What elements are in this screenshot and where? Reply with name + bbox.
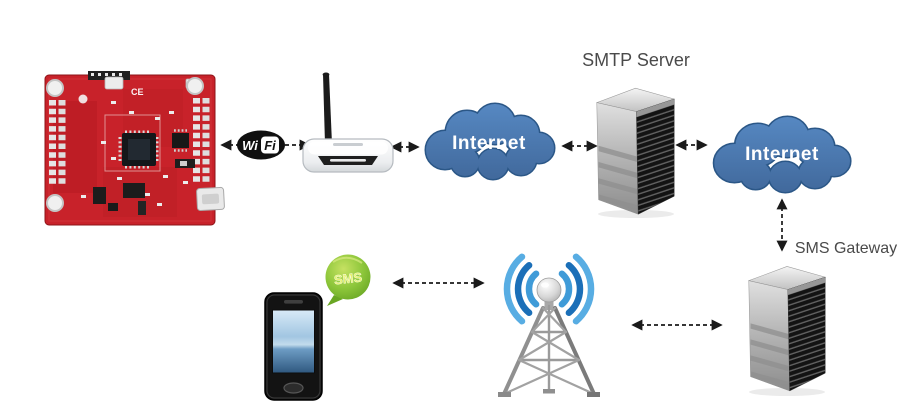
connection-arrows (220, 139, 788, 331)
smtp-server-label: SMTP Server (582, 50, 690, 70)
server-icon (596, 87, 675, 215)
internet-cloud-1: Internet (424, 102, 556, 181)
router-icon (302, 72, 394, 173)
smtp-server: SMTP Server (582, 50, 690, 218)
silkscreen-logo (78, 94, 88, 104)
sms-gateway-server: SMS Gateway (748, 240, 897, 396)
phone-speaker (284, 300, 303, 304)
internet-cloud-1-label: Internet (452, 133, 526, 154)
phone-screen (272, 309, 315, 374)
internet-cloud-2-label: Internet (745, 144, 819, 165)
solder-pads (81, 101, 188, 206)
pcb-board-icon: CE (44, 71, 225, 226)
mounting-hole (46, 194, 64, 212)
pin-header-top (88, 71, 130, 80)
wifi-logo-icon: Wi Fi (237, 130, 285, 160)
sms-bubble-label: SMS (333, 270, 363, 288)
tower-dome (536, 277, 562, 303)
tower-lattice (498, 298, 600, 397)
phone-icon (264, 292, 323, 401)
ce-marking: CE (131, 87, 144, 97)
usb-connector (196, 186, 225, 212)
wifi-logo-fi-text: Fi (264, 138, 276, 153)
ic-chip (172, 133, 189, 148)
sms-bubble-icon: SMS (325, 254, 371, 306)
cell-tower-icon (498, 253, 600, 397)
phone-home-button (283, 382, 304, 394)
server-icon (748, 265, 826, 392)
wifi-logo-wi-text: Wi (242, 138, 258, 153)
mounting-hole (46, 79, 64, 97)
router-antenna (323, 74, 332, 144)
mcu-chip (118, 130, 159, 169)
signal-arcs (503, 253, 595, 325)
internet-cloud-2: Internet (712, 115, 852, 194)
mounting-hole (186, 77, 204, 95)
sms-gateway-label: SMS Gateway (795, 240, 897, 257)
